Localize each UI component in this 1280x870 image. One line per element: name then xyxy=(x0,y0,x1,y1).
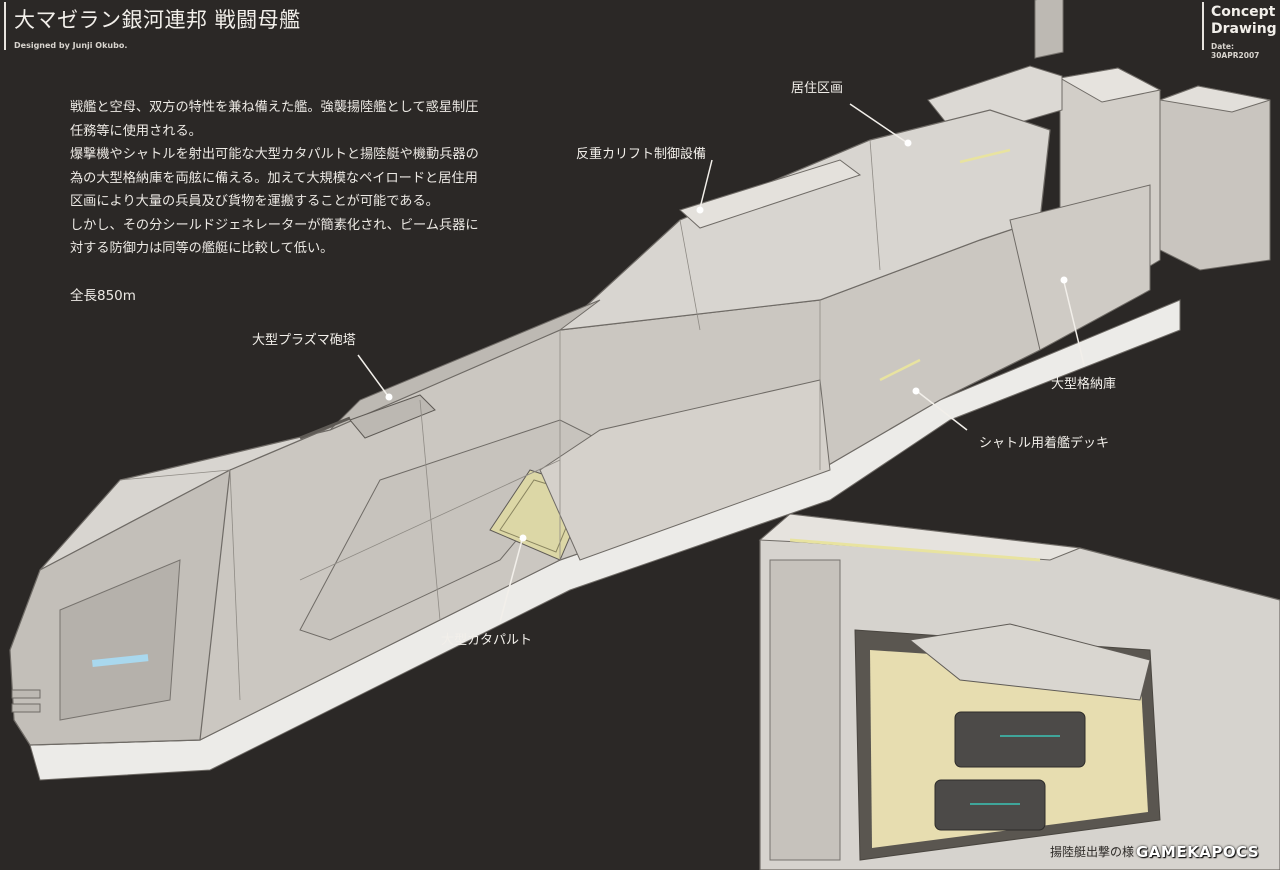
callout-shuttle-deck: シャトル用着艦デッキ xyxy=(979,436,1110,451)
callout-hangar: 大型格納庫 xyxy=(1051,377,1117,392)
title-divider-right xyxy=(1202,2,1204,50)
concept-line-2: Drawing xyxy=(1211,21,1277,37)
drawing-date: Date: 30APR2007 xyxy=(1211,42,1260,60)
callout-antigrav-lift: 反重カリフト制御設備 xyxy=(576,147,707,162)
callout-living-quarters: 居住区画 xyxy=(791,81,844,96)
ship-description: 戦艦と空母、双方の特性を兼ね備えた艦。強襲揚陸艦として惑星制圧任務等に使用される… xyxy=(70,96,480,261)
inset-illustration xyxy=(758,513,1280,870)
callout-plasma-turret: 大型プラズマ砲塔 xyxy=(252,333,356,348)
concept-line-1: Concept xyxy=(1211,4,1276,20)
title-divider-left xyxy=(4,2,6,50)
concept-drawing-label: Concept Drawing xyxy=(1211,4,1277,38)
description-paragraph-3: しかし、その分シールドジェネレーターが簡素化され、ビーム兵器に対する防御力は同等… xyxy=(70,217,479,257)
page-title: 大マゼラン銀河連邦 戦闘母艦 xyxy=(14,8,301,32)
main-hull xyxy=(9,0,1181,781)
designer-credit: Designed by Junji Okubo. xyxy=(14,41,128,50)
callout-dots xyxy=(385,139,1068,542)
callout-lines xyxy=(357,103,1085,623)
ship-length: 全長850m xyxy=(70,288,136,304)
description-paragraph-2: 爆撃機やシャトルを射出可能な大型カタパルトと揚陸艇や機動兵器の為の大型格納庫を両… xyxy=(70,147,479,209)
description-paragraph-1: 戦艦と空母、双方の特性を兼ね備えた艦。強襲揚陸艦として惑星制圧任務等に使用される… xyxy=(70,100,479,139)
callout-catapult: 大型カタパルト xyxy=(441,633,533,648)
watermark: GAMEKAPOCS xyxy=(1136,843,1260,861)
inset-caption: 揚陸艇出撃の様 xyxy=(1050,845,1135,859)
